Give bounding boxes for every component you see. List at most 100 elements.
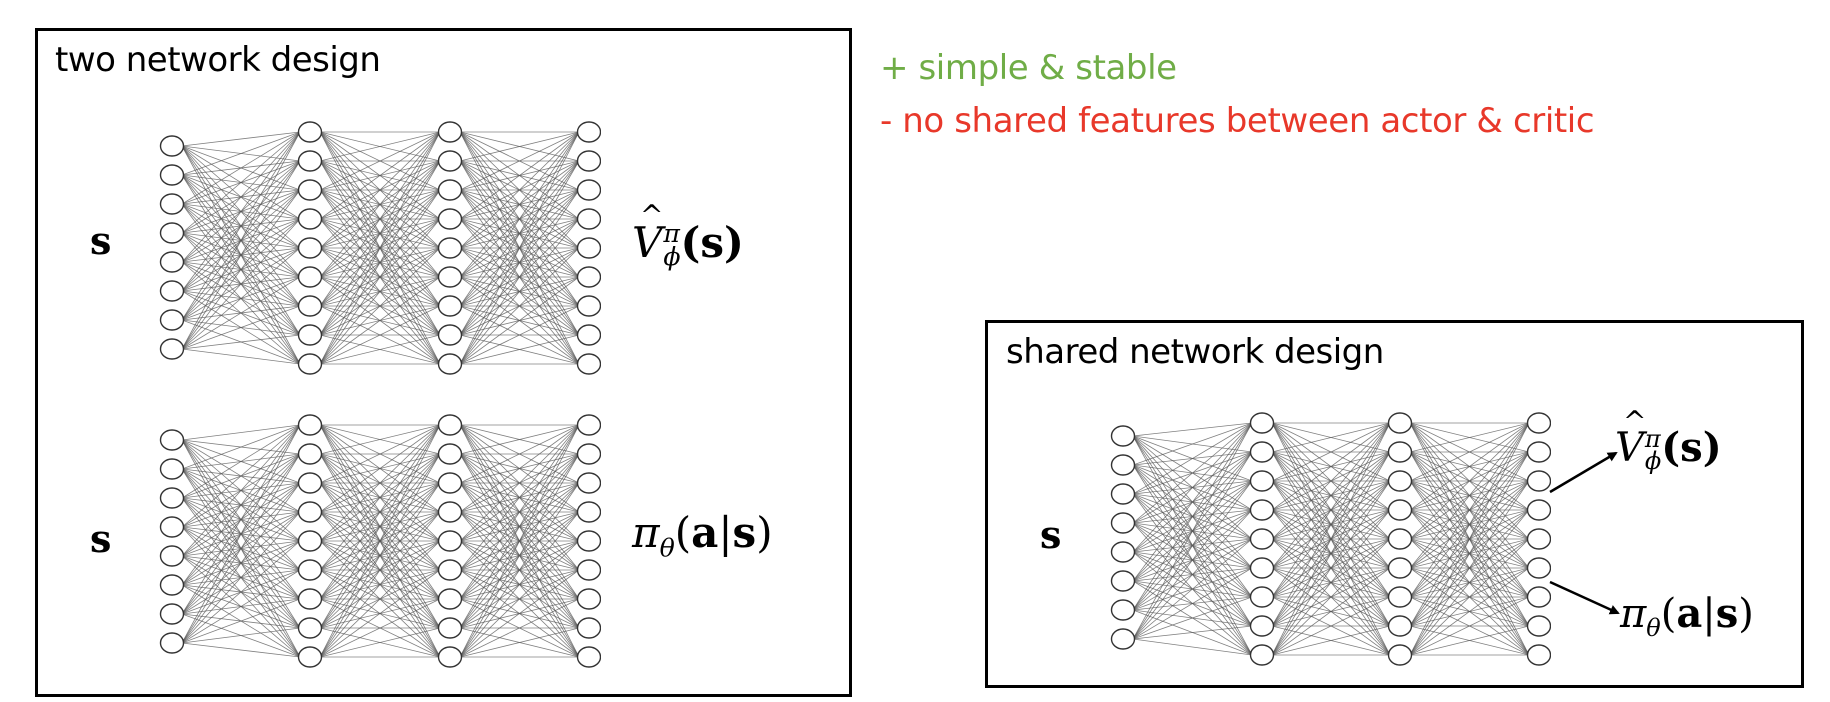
edge xyxy=(459,131,580,336)
edge xyxy=(319,131,441,249)
edge xyxy=(459,160,580,365)
shared-network-title: shared network design xyxy=(1006,332,1384,372)
edge xyxy=(1271,509,1391,656)
edge xyxy=(1409,509,1530,656)
hidden-node xyxy=(297,353,323,375)
edge xyxy=(181,424,301,528)
edge xyxy=(319,569,441,658)
edge xyxy=(181,131,301,350)
hidden-node xyxy=(297,237,323,259)
output-node xyxy=(1526,470,1551,492)
edge xyxy=(459,131,580,220)
actor-input-label: s xyxy=(90,516,112,561)
edge xyxy=(319,131,441,278)
edge xyxy=(181,482,301,644)
edge xyxy=(181,569,301,644)
hidden-node xyxy=(297,501,323,523)
output-node xyxy=(1526,557,1551,579)
hidden-node xyxy=(1387,586,1413,608)
output-node xyxy=(576,121,601,143)
output-node xyxy=(576,443,601,465)
hidden-node xyxy=(1249,644,1275,666)
edge xyxy=(459,540,580,658)
edge xyxy=(459,276,580,365)
edge xyxy=(181,424,301,557)
policy-head-label: πθ(a|s) xyxy=(1620,590,1754,642)
edge xyxy=(181,189,301,350)
edge xyxy=(1409,625,1530,656)
edge xyxy=(1132,451,1253,640)
pro-note: + simple & stable xyxy=(880,48,1177,88)
edge xyxy=(319,305,441,365)
edge xyxy=(319,334,441,365)
edge xyxy=(319,131,441,220)
input-node xyxy=(159,193,185,215)
hidden-node xyxy=(1387,644,1413,666)
edge xyxy=(319,131,441,336)
edge xyxy=(181,348,301,365)
edge xyxy=(181,424,301,441)
input-node xyxy=(159,574,185,596)
output-node xyxy=(576,324,601,346)
edge xyxy=(1409,422,1530,453)
hidden-node xyxy=(1249,557,1275,579)
edge xyxy=(319,424,441,542)
input-node xyxy=(159,251,185,273)
edge xyxy=(1409,422,1530,511)
edge xyxy=(181,276,301,350)
edge xyxy=(459,424,580,629)
hidden-node xyxy=(1387,441,1413,463)
edge xyxy=(459,453,580,658)
edge xyxy=(1409,451,1530,656)
edge xyxy=(1271,596,1391,656)
edge xyxy=(459,424,580,571)
value-head-arrow xyxy=(1549,451,1618,494)
hidden-node xyxy=(437,266,463,288)
output-node xyxy=(576,472,601,494)
edge xyxy=(319,453,441,658)
input-node xyxy=(159,632,185,654)
edge xyxy=(459,424,580,484)
edge xyxy=(319,424,441,600)
edge xyxy=(181,424,301,470)
edge xyxy=(181,642,301,658)
input-node xyxy=(159,280,185,302)
hidden-node xyxy=(437,208,463,230)
edge xyxy=(1132,422,1253,495)
edge xyxy=(181,131,301,263)
edge xyxy=(459,131,580,365)
edge xyxy=(1271,422,1391,598)
edge xyxy=(181,453,301,644)
hidden-node xyxy=(1249,441,1275,463)
edge xyxy=(181,247,301,350)
output-node xyxy=(576,237,601,259)
edge xyxy=(181,540,301,644)
edge xyxy=(1409,422,1530,482)
edge xyxy=(1132,567,1253,640)
output-node xyxy=(576,414,601,436)
edge xyxy=(1132,422,1253,524)
input-node xyxy=(159,545,185,567)
edge xyxy=(1132,422,1253,640)
edge xyxy=(1409,422,1530,598)
input-node xyxy=(159,487,185,509)
hidden-node xyxy=(437,588,463,610)
edge xyxy=(319,131,441,162)
hidden-node xyxy=(437,179,463,201)
output-node xyxy=(1526,412,1551,434)
edge xyxy=(459,247,580,365)
output-node xyxy=(576,353,601,375)
input-node xyxy=(159,458,185,480)
output-node xyxy=(1526,528,1551,550)
hidden-node xyxy=(297,324,323,346)
edge xyxy=(181,305,301,350)
edge xyxy=(181,131,301,176)
edge xyxy=(319,247,441,365)
input-node xyxy=(1110,599,1136,621)
hidden-node xyxy=(297,588,323,610)
edge xyxy=(1132,422,1253,553)
edge xyxy=(319,131,441,365)
hidden-node xyxy=(1387,470,1413,492)
policy-head-arrow xyxy=(1549,580,1620,615)
hidden-node xyxy=(1249,615,1275,637)
